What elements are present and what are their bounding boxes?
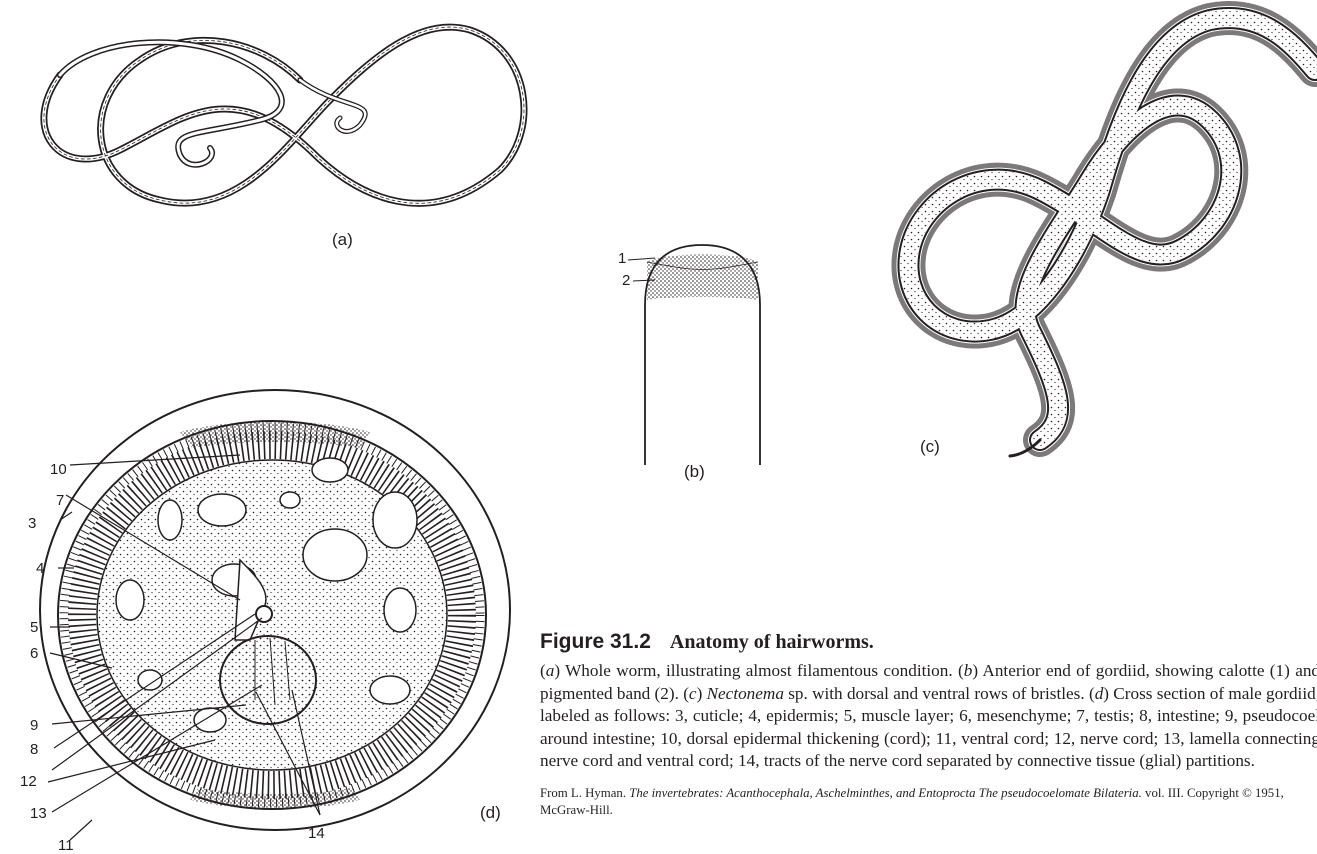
panel-d-label: (d): [480, 803, 501, 822]
panel-a-label: (a): [332, 230, 353, 249]
panel-a-worm-drawing: [44, 27, 524, 203]
panel-d-label-8: 8: [30, 741, 38, 758]
caption-panel-ref-d: d: [1095, 684, 1104, 703]
panel-d-label-10: 10: [50, 461, 67, 478]
panel-d-label-14: 14: [308, 825, 325, 842]
figure-title: Anatomy of hairworms.: [670, 631, 874, 653]
credit-book-title: The invertebrates: Acanthocephala, Asche…: [629, 786, 1142, 800]
caption-text: ) Whole worm, illustrating almost filame…: [554, 661, 963, 680]
panel-b-label-1: 1: [618, 250, 626, 267]
panel-b-label-2: 2: [622, 272, 630, 289]
panel-d-label-3: 3: [28, 515, 36, 532]
panel-d-label-9: 9: [30, 717, 38, 734]
credit-text: From L. Hyman.: [540, 786, 629, 800]
panel-d-label-6: 6: [30, 645, 38, 662]
panel-b-anterior-end-drawing: [628, 245, 760, 465]
caption-heading: Figure 31.2 Anatomy of hairworms.: [540, 630, 1317, 654]
source-credit: From L. Hyman. The invertebrates: Acanth…: [540, 785, 1317, 819]
caption-genus-name: Nectonema: [707, 684, 784, 703]
panel-d-label-13: 13: [30, 805, 47, 822]
panel-d-label-12: 12: [20, 773, 37, 790]
panel-b-label: (b): [684, 462, 705, 481]
figure-caption: Figure 31.2 Anatomy of hairworms. (a) Wh…: [540, 630, 1317, 819]
panel-d-cross-section-drawing: [40, 390, 510, 840]
caption-panel-ref-c: c: [689, 684, 697, 703]
panel-d-label-11: 11: [58, 837, 74, 854]
panel-c-nectonema-drawing: [908, 18, 1315, 456]
caption-text: sp. with dorsal and ventral rows of bris…: [784, 684, 1095, 703]
caption-body: (a) Whole worm, illustrating almost fila…: [540, 660, 1317, 773]
panel-d-label-4: 4: [36, 560, 44, 577]
figure-number: Figure 31.2: [540, 630, 651, 653]
panel-c-label: (c): [920, 437, 940, 456]
panel-d-label-5: 5: [30, 619, 38, 636]
panel-d-label-7: 7: [56, 492, 64, 509]
caption-text: ): [697, 684, 707, 703]
